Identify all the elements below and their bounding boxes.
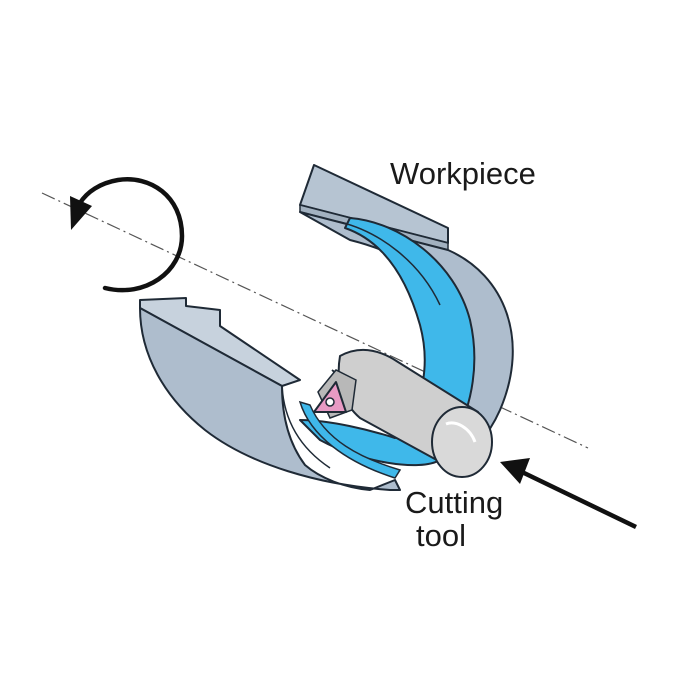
feed-arrow-icon xyxy=(500,458,637,530)
workpiece-label: Workpiece xyxy=(390,156,536,191)
cutting-tool-label-line1: Cutting xyxy=(405,485,504,520)
cutting-insert xyxy=(313,381,347,413)
rotation-axis xyxy=(41,192,589,449)
cutting-tool xyxy=(313,349,493,478)
cutting-tool-label-line2: tool xyxy=(416,518,466,553)
workpiece-near-half xyxy=(139,297,402,491)
rotation-arrow-icon xyxy=(70,177,185,293)
bore-rim xyxy=(339,221,441,306)
